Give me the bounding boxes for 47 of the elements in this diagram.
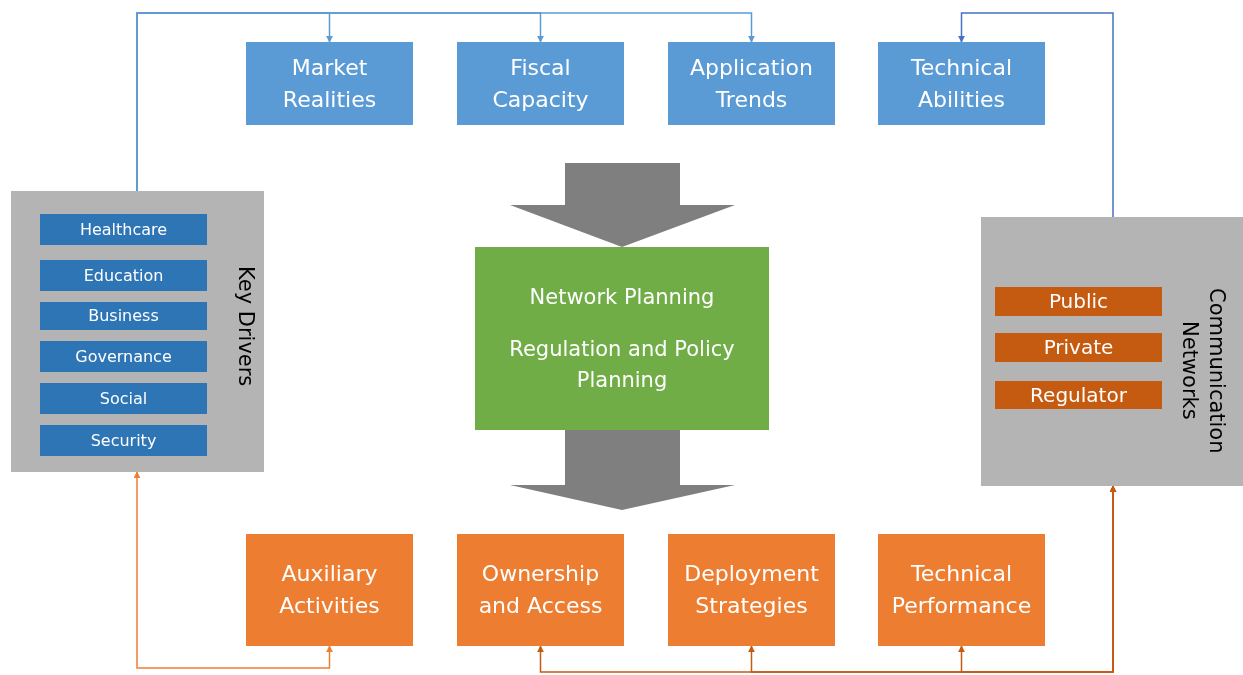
factor-box xyxy=(246,42,413,125)
box-label: Technical Performance xyxy=(890,560,1033,620)
box-label: Deployment Strategies xyxy=(683,560,820,620)
box-label: Market Realities xyxy=(281,53,378,114)
driver-box xyxy=(40,214,207,245)
box-label: Technical Abilities xyxy=(910,53,1013,114)
driver-box xyxy=(40,425,207,456)
connector-arrow xyxy=(958,12,1114,218)
driver-box xyxy=(40,260,207,291)
factor-box xyxy=(878,42,1045,125)
box-label: Public xyxy=(1047,288,1110,315)
connector-arrow xyxy=(136,12,755,192)
driver-box xyxy=(40,341,207,372)
box-label: Security xyxy=(89,429,158,452)
box-label: Business xyxy=(87,305,160,328)
box-label: Ownership and Access xyxy=(477,560,604,620)
network-type-box xyxy=(995,287,1162,316)
driver-box xyxy=(40,383,207,414)
driver-box xyxy=(40,302,207,330)
block-arrow xyxy=(510,163,735,247)
block-arrow xyxy=(510,430,735,510)
outcome-box xyxy=(246,534,413,646)
box-label: Education xyxy=(82,264,165,287)
box-label: Healthcare xyxy=(78,218,169,241)
factor-box xyxy=(668,42,835,125)
box-label: Regulator xyxy=(1029,381,1128,409)
planning-box xyxy=(475,247,769,430)
panel-title: Communication Networks xyxy=(1177,286,1230,456)
box-label: Fiscal Capacity xyxy=(491,53,590,114)
outcome-box xyxy=(878,534,1045,646)
panel-title: Key Drivers xyxy=(233,266,260,387)
network-type-box xyxy=(995,333,1162,362)
outcome-box xyxy=(457,534,624,646)
box-label: Application Trends xyxy=(689,53,814,114)
connector-arrow xyxy=(958,485,1117,673)
planning-text: Network Planning xyxy=(528,283,716,311)
connector-arrow xyxy=(133,471,333,669)
box-label: Private xyxy=(1042,334,1115,361)
planning-text: Regulation and Policy Planning xyxy=(508,336,736,394)
networks-panel xyxy=(981,217,1243,486)
drivers-panel xyxy=(11,191,264,472)
network-type-box xyxy=(995,381,1162,409)
outcome-box xyxy=(668,534,835,646)
box-label: Social xyxy=(98,387,149,410)
box-label: Governance xyxy=(74,345,173,368)
box-label: Auxiliary Activities xyxy=(278,560,381,620)
factor-box xyxy=(457,42,624,125)
